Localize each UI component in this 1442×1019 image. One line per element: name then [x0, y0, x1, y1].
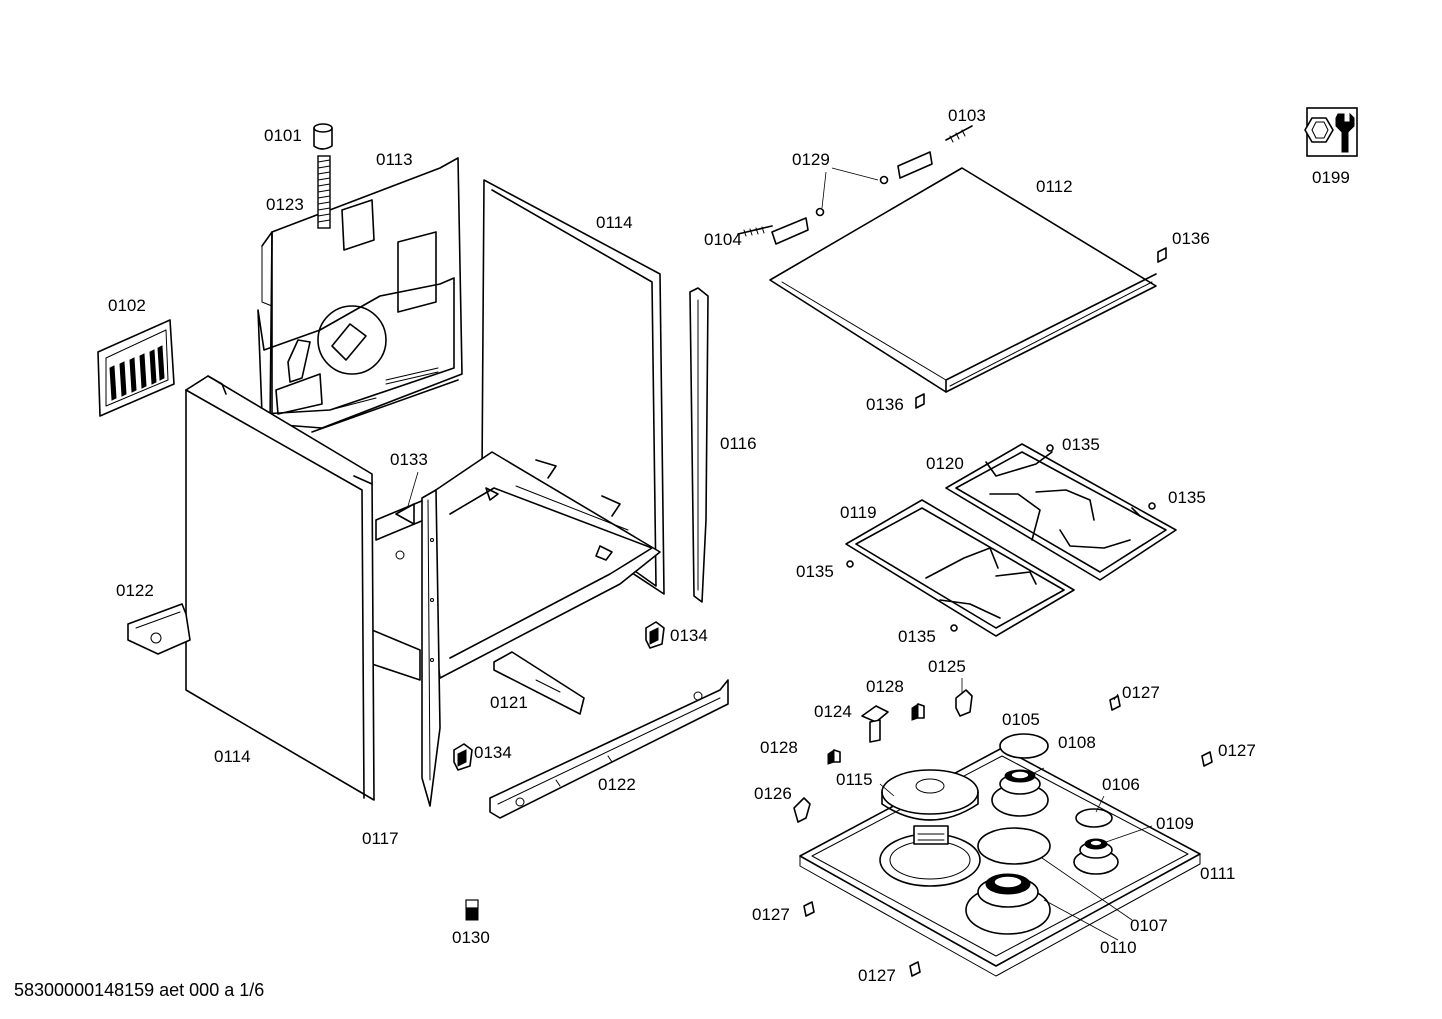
label-0115: 0115: [836, 770, 873, 789]
label-0108: 0108: [1058, 733, 1096, 752]
label-0133: 0133: [390, 450, 428, 469]
label-0121: 0121: [490, 693, 528, 712]
label-0109: 0109: [1156, 814, 1194, 833]
flue-pipe-0123: [317, 155, 331, 229]
burner-cap-0105: [999, 733, 1049, 759]
label-0107: 0107: [1130, 916, 1168, 935]
label-0111: 0111: [1200, 864, 1235, 883]
hinge-0129-right: [897, 151, 933, 179]
label-0128-upper: 0128: [866, 677, 904, 696]
vent-grille-0102: [97, 319, 175, 417]
burner-cap-0107: [977, 827, 1051, 865]
label-0110: 0110: [1100, 938, 1137, 957]
label-0128-lower: 0128: [760, 738, 798, 757]
label-0127-c: 0127: [752, 905, 790, 924]
part-labels: 0101 0102 0103 0104 0105 0106 0107 0108 …: [108, 106, 1350, 985]
burner-0110: [965, 873, 1051, 935]
label-0125: 0125: [928, 657, 966, 676]
label-0122-left: 0122: [116, 581, 154, 600]
screw-0104: [737, 225, 773, 237]
label-0105: 0105: [1002, 710, 1040, 729]
label-0102: 0102: [108, 296, 146, 315]
label-0127-a: 0127: [1122, 683, 1160, 702]
burner-0109: [1073, 838, 1119, 875]
burner-0108: [991, 769, 1049, 817]
label-0135-b: 0135: [1168, 488, 1206, 507]
wrench-nut-icon: [1304, 107, 1358, 157]
label-0130: 0130: [452, 928, 490, 947]
fixing-0127: [803, 695, 1213, 977]
clip-0134-upper: [645, 621, 665, 649]
clip-0134-lower: [453, 743, 473, 771]
label-0135-a: 0135: [1062, 435, 1100, 454]
bumper-0136-lower: [915, 393, 925, 409]
burner-cap-0106: [1075, 808, 1113, 828]
label-0126: 0126: [754, 784, 792, 803]
label-0122-right: 0122: [598, 775, 636, 794]
pan-support-0119: [845, 499, 1075, 637]
label-0101: 0101: [264, 126, 302, 145]
label-0114-upper: 0114: [596, 213, 633, 232]
washer-0129: [815, 175, 889, 217]
label-0134-lower: 0134: [474, 743, 512, 762]
label-0114-lower: 0114: [214, 747, 251, 766]
foot-0130: [465, 899, 479, 921]
label-0112: 0112: [1036, 177, 1073, 196]
label-0103: 0103: [948, 106, 986, 125]
label-0123: 0123: [266, 195, 304, 214]
label-0120: 0120: [926, 454, 964, 473]
rail-0121: [493, 651, 585, 715]
label-0134-upper: 0134: [670, 626, 708, 645]
bumper-0136-upper: [1157, 247, 1167, 263]
rail-0122-right: [489, 679, 729, 819]
label-0136-upper: 0136: [1172, 229, 1210, 248]
rail-0122-left: [127, 603, 191, 655]
document-code: 58300000148159 aet 000 a 1/6: [14, 980, 265, 1000]
rear-strip-0116: [689, 287, 709, 603]
label-0113: 0113: [376, 150, 413, 169]
label-0127-b: 0127: [1218, 741, 1256, 760]
label-0106: 0106: [1102, 775, 1140, 794]
leader-lines: [407, 167, 1153, 941]
label-0136-lower: 0136: [866, 395, 904, 414]
knob-0124: [861, 705, 889, 743]
screw-0103: [945, 125, 973, 143]
hinge-0129-left: [771, 217, 809, 245]
spring-0126: [793, 797, 811, 823]
front-strip-0117: [421, 489, 441, 807]
label-0135-d: 0135: [898, 627, 936, 646]
clip-0128-lower: [827, 749, 841, 765]
label-0135-c: 0135: [796, 562, 834, 581]
rubber-feet-0135: [846, 444, 1156, 632]
spring-0125: [955, 689, 973, 717]
burner-0115: [879, 769, 981, 887]
label-0129: 0129: [792, 150, 830, 169]
side-panel-0114-lower: [185, 375, 375, 801]
clip-0128-upper: [911, 703, 925, 721]
label-0119: 0119: [840, 503, 877, 522]
label-0199: 0199: [1312, 168, 1350, 187]
label-0104: 0104: [704, 230, 742, 249]
label-0127-d: 0127: [858, 966, 896, 985]
label-0124: 0124: [814, 702, 852, 721]
cap-0101: [313, 123, 333, 150]
label-0117: 0117: [362, 829, 399, 848]
glass-lid-0112: [769, 167, 1157, 393]
pan-support-0120: [945, 443, 1177, 581]
label-0116: 0116: [720, 434, 757, 453]
